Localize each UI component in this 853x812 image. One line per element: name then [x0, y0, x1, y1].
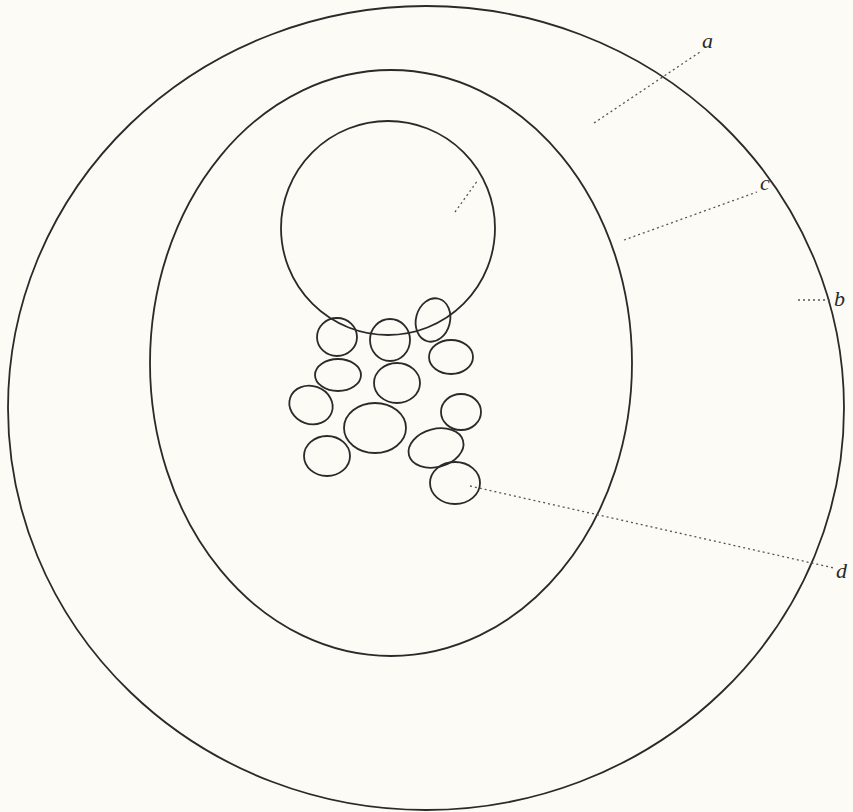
callout-letter: c — [760, 172, 770, 194]
callout-letter: b — [834, 288, 845, 310]
outer-membrane — [8, 6, 844, 810]
granule-cluster — [284, 294, 481, 504]
inner-body — [150, 70, 632, 656]
nucleus-circle — [281, 121, 495, 335]
leader-lines — [455, 52, 834, 568]
callout-letter: a — [702, 30, 713, 52]
callout-letter: d — [836, 560, 847, 582]
